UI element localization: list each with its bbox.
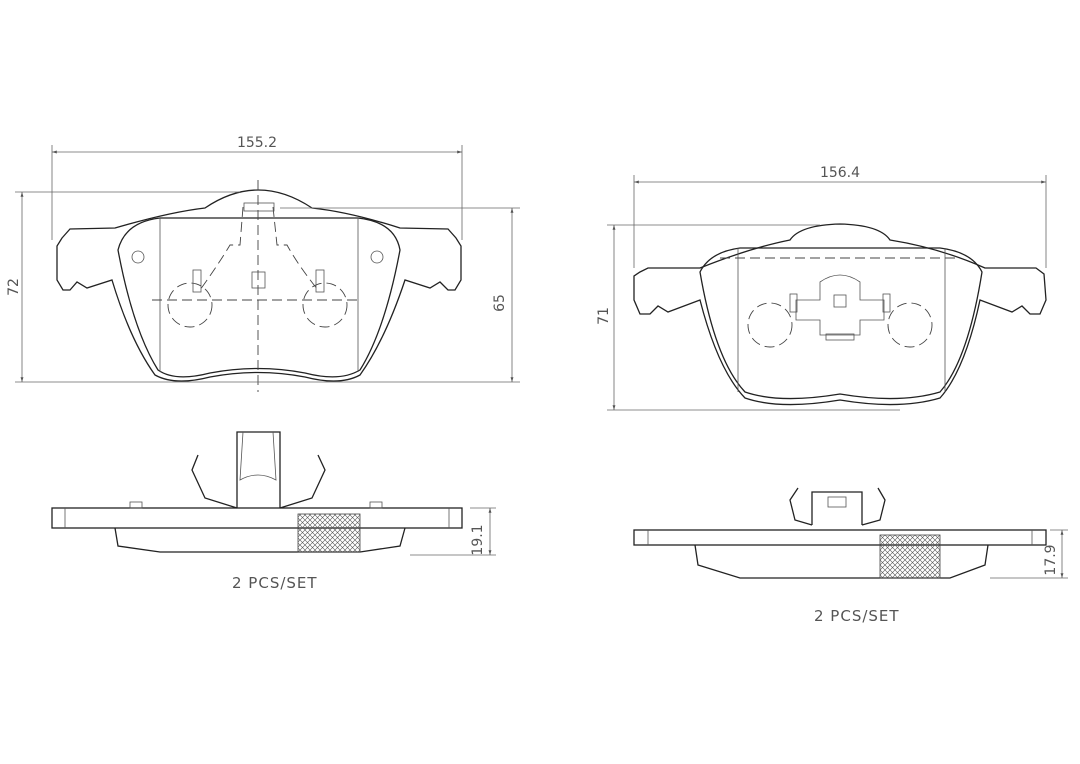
right-pad-side-view: 17.9 2 PCS/SET (633, 487, 1068, 625)
right-height-dimension: 71 (596, 307, 612, 325)
left-thickness-dimension: 19.1 (470, 524, 486, 555)
left-pad-front-view (56, 180, 462, 392)
right-width-dimension: 156.4 (820, 165, 860, 181)
left-width-dimension: 155.2 (237, 135, 277, 151)
right-pad-front-view (633, 223, 1047, 406)
left-inner-height-dimension: 65 (492, 294, 508, 312)
right-thickness-dimension: 17.9 (1043, 544, 1059, 575)
left-quantity-label: 2 PCS/SET (232, 574, 318, 592)
left-pad-dimensions: 155.2 72 65 (6, 135, 520, 383)
left-height-dimension: 72 (6, 278, 22, 296)
right-pad-dimensions: 156.4 71 (596, 165, 1047, 411)
right-quantity-label: 2 PCS/SET (814, 607, 900, 625)
left-pad-side-view: 19.1 2 PCS/SET (51, 431, 496, 592)
